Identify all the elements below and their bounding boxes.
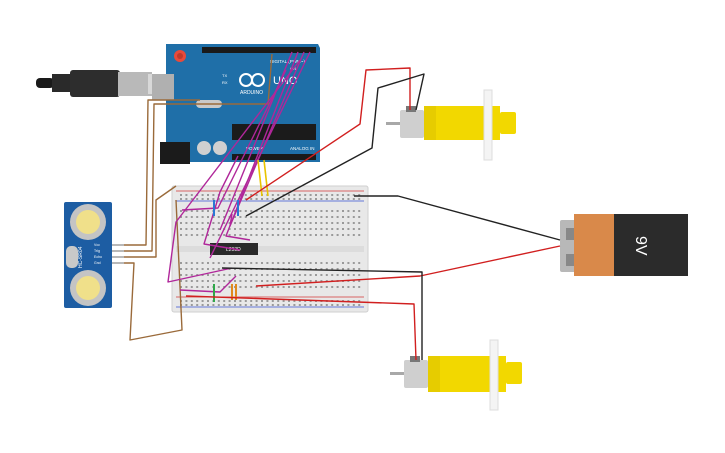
wire-brown-trig: [124, 53, 273, 252]
sensor-pin-vcc: Vcc: [94, 243, 100, 247]
sensor-pin-trig: Trig: [94, 249, 100, 253]
power-jack: [160, 142, 190, 164]
arduino-uno: DIGITAL (PWM~) ARDUINO UNO TX RX ON POWE…: [152, 44, 320, 164]
wire-magenta: [179, 275, 237, 293]
wire-black-battery: [354, 195, 561, 241]
sensor-pin-echo: Echo: [94, 255, 102, 259]
wire-magenta: [209, 51, 311, 259]
wire-black-motor2: [221, 267, 423, 360]
rx-label: RX: [222, 80, 228, 85]
wire-magenta: [225, 51, 299, 241]
capacitor: [197, 141, 211, 155]
sensor-pins: [112, 244, 124, 264]
analog-label: ANALOG IN: [290, 146, 315, 151]
wire-brown-vcc: [124, 99, 200, 246]
ic-label: L293D: [226, 247, 241, 253]
wire-red-battery: [255, 245, 561, 287]
wire-brown-echo: [124, 185, 177, 258]
digital-header: [202, 47, 316, 53]
dc-motor-1: [386, 89, 516, 161]
wire-red-motor2: [185, 295, 417, 361]
tx-label: TX: [222, 73, 227, 78]
wire-brown-gnd: [124, 199, 183, 341]
breadboard: L293D: [171, 185, 369, 313]
wires: [124, 51, 561, 361]
wire-magenta: [203, 155, 241, 251]
power-label: POWER: [246, 146, 264, 151]
battery-label: 9V: [632, 236, 649, 256]
battery-9v: 9V: [560, 214, 688, 276]
wire-red-motor1: [245, 67, 411, 201]
ultrasonic-sensor: HC-SR04 Vcc Trig Echo Gnd: [64, 202, 124, 308]
wire-magenta: [181, 69, 287, 211]
arduino-brand: ARDUINO: [240, 90, 263, 96]
wire-magenta: [229, 51, 305, 227]
usb-cable: [36, 70, 168, 97]
capacitor: [213, 141, 227, 155]
dc-motor-2: [390, 339, 522, 411]
wire-magenta: [167, 59, 301, 283]
wire-black-motor1: [245, 73, 425, 217]
sensor-model: HC-SR04: [78, 246, 84, 268]
power-header: [232, 154, 316, 160]
wire-yellow: [263, 159, 269, 197]
usb-port: [152, 74, 174, 100]
sensor-pin-gnd: Gnd: [94, 261, 101, 265]
